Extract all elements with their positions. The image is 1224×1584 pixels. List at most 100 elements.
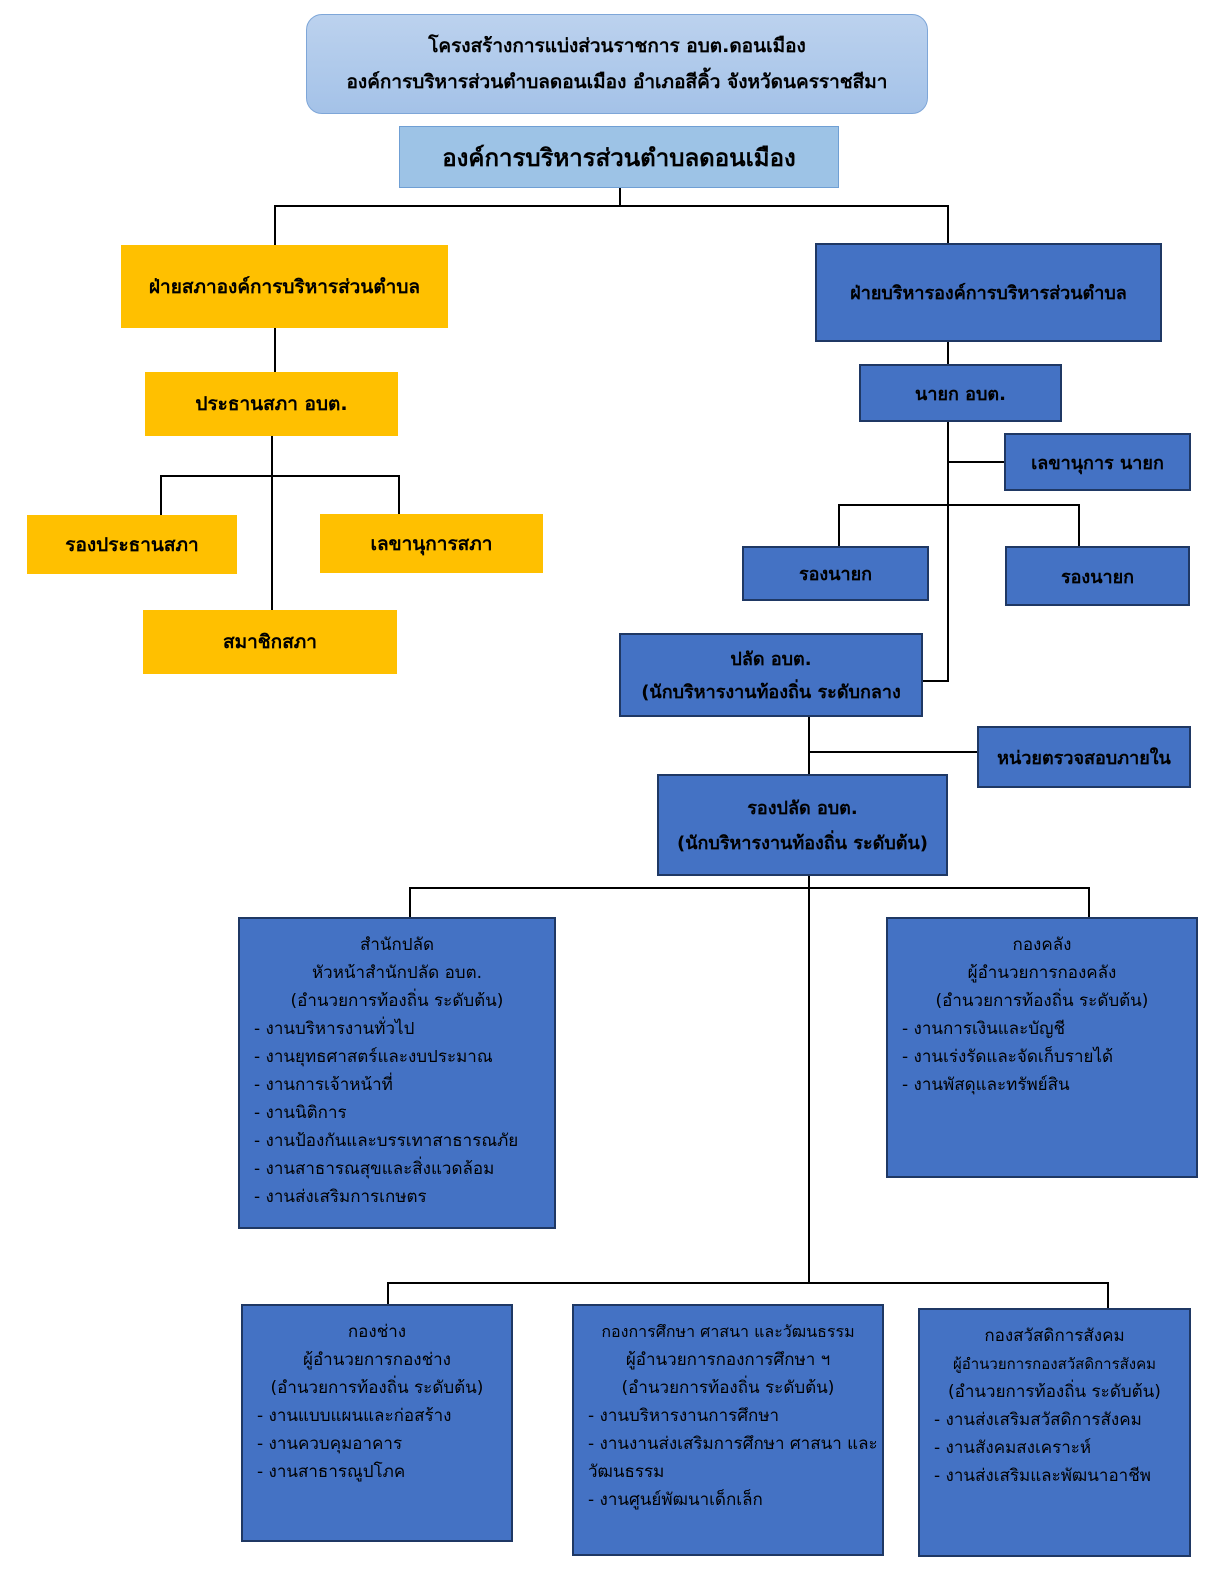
- department-task-list: งานบริหารงานการศึกษา งานงานส่งเสริมการศึ…: [574, 1402, 882, 1514]
- connector: [619, 188, 621, 206]
- department-level: (อำนวยการท้องถิ่น ระดับต้น): [621, 1378, 835, 1398]
- department-node: กองสวัสดิการสังคม ผู้อำนวยการกองสวัสดิกา…: [918, 1308, 1191, 1557]
- department-title: กองช่าง: [347, 1322, 407, 1342]
- deputy-palad-level: (นักบริหารงานท้องถิ่น ระดับต้น): [677, 833, 928, 854]
- vice-chair-node: รองประธานสภา: [27, 515, 237, 574]
- connector: [1107, 1282, 1109, 1308]
- department-head: ผู้อำนวยการกองคลัง: [967, 963, 1117, 983]
- connector: [838, 504, 1080, 506]
- palad-title: ปลัด อบต.: [730, 649, 812, 670]
- task-item: งานแบบแผนและก่อสร้าง: [257, 1402, 511, 1430]
- task-item: งานเร่งรัดและจัดเก็บรายได้: [902, 1043, 1196, 1071]
- connector: [387, 1282, 1109, 1284]
- connector: [922, 680, 949, 682]
- task-item: งานการเงินและบัญชี: [902, 1015, 1196, 1043]
- connector: [274, 205, 276, 245]
- header-title: โครงสร้างการแบ่งส่วนราชการ อบต.ดอนเมือง: [428, 35, 806, 57]
- connector: [274, 328, 276, 372]
- department-title: สำนักปลัด: [359, 935, 435, 955]
- connector: [947, 422, 949, 682]
- council-secretary-label: เลขานุการสภา: [370, 532, 493, 555]
- department-node: กองช่าง ผู้อำนวยการกองช่าง (อำนวยการท้อง…: [241, 1304, 513, 1542]
- mayor-secretary-node: เลขานุการ นายก: [1004, 433, 1191, 491]
- department-level: (อำนวยการท้องถิ่น ระดับต้น): [290, 991, 504, 1011]
- task-item: งานนิติการ: [254, 1099, 554, 1127]
- root-node: องค์การบริหารส่วนตำบลดอนเมือง: [399, 126, 839, 188]
- internal-audit-node: หน่วยตรวจสอบภายใน: [977, 726, 1191, 788]
- task-item: งานบริหารงานทั่วไป: [254, 1015, 554, 1043]
- council-label: ฝ่ายสภาองค์การบริหารส่วนตำบล: [148, 275, 421, 298]
- task-item: งานควบคุมอาคาร: [257, 1430, 511, 1458]
- connector: [160, 475, 400, 477]
- deputy-mayor-label: รองนายก: [1060, 566, 1135, 588]
- task-item: งานสาธารณสุขและสิ่งแวดล้อม: [254, 1155, 554, 1183]
- palad-level: (นักบริหารงานท้องถิ่น ระดับกลาง: [641, 682, 901, 703]
- department-task-list: งานการเงินและบัญชี งานเร่งรัดและจัดเก็บร…: [888, 1015, 1196, 1099]
- task-item: งานสาธารณูปโภค: [257, 1458, 511, 1486]
- council-node: ฝ่ายสภาองค์การบริหารส่วนตำบล: [121, 245, 448, 328]
- deputy-mayor-node: รองนายก: [742, 546, 929, 601]
- connector: [808, 751, 978, 753]
- department-level: (อำนวยการท้องถิ่น ระดับต้น): [270, 1378, 484, 1398]
- task-item: งานบริหารงานการศึกษา: [588, 1402, 882, 1430]
- department-head: ผู้อำนวยการกองการศึกษา ฯ: [625, 1350, 831, 1370]
- council-members-label: สมาชิกสภา: [223, 631, 317, 653]
- executive-label: ฝ่ายบริหารองค์การบริหารส่วนตำบล: [850, 283, 1127, 304]
- palad-node: ปลัด อบต. (นักบริหารงานท้องถิ่น ระดับกลา…: [619, 633, 923, 717]
- department-task-list: งานบริหารงานทั่วไป งานยุทธศาสตร์และงบประ…: [240, 1015, 554, 1211]
- connector: [274, 205, 948, 207]
- task-item: งานยุทธศาสตร์และงบประมาณ: [254, 1043, 554, 1071]
- department-level: (อำนวยการท้องถิ่น ระดับต้น): [935, 991, 1149, 1011]
- connector: [271, 436, 273, 610]
- connector: [947, 205, 949, 243]
- deputy-mayor-node: รองนายก: [1005, 546, 1190, 606]
- root-label: องค์การบริหารส่วนตำบลดอนเมือง: [442, 143, 796, 172]
- department-head: ผู้อำนวยการกองสวัสดิการสังคม: [952, 1355, 1157, 1373]
- department-task-list: งานแบบแผนและก่อสร้าง งานควบคุมอาคาร งานส…: [243, 1402, 511, 1486]
- connector: [947, 461, 1004, 463]
- connector: [398, 475, 400, 515]
- deputy-palad-title: รองปลัด อบต.: [747, 798, 858, 819]
- task-item: งานการเจ้าหน้าที่: [254, 1071, 554, 1099]
- connector: [409, 887, 1090, 889]
- mayor-secretary-label: เลขานุการ นายก: [1031, 452, 1164, 474]
- connector: [947, 342, 949, 364]
- task-item: งานป้องกันและบรรเทาสาธารณภัย: [254, 1127, 554, 1155]
- department-node: สำนักปลัด หัวหน้าสำนักปลัด อบต. (อำนวยกา…: [238, 917, 556, 1229]
- deputy-mayor-label: รองนายก: [798, 564, 873, 585]
- task-item: งานส่งเสริมและพัฒนาอาชีพ: [934, 1462, 1189, 1490]
- department-title: กองสวัสดิการสังคม: [984, 1326, 1125, 1346]
- task-item: งานส่งเสริมสวัสดิการสังคม: [934, 1406, 1189, 1434]
- task-item: งานสังคมสงเคราะห์: [934, 1434, 1189, 1462]
- department-task-list: งานส่งเสริมสวัสดิการสังคม งานสังคมสงเครา…: [920, 1406, 1189, 1490]
- department-level: (อำนวยการท้องถิ่น ระดับต้น): [948, 1382, 1161, 1402]
- department-node: กองการศึกษา ศาสนา และวัฒนธรรม ผู้อำนวยกา…: [572, 1304, 884, 1556]
- connector: [838, 504, 840, 546]
- connector: [409, 887, 411, 917]
- vice-chair-label: รองประธานสภา: [65, 533, 199, 556]
- department-title: กองการศึกษา ศาสนา และวัฒนธรรม: [601, 1322, 855, 1341]
- executive-node: ฝ่ายบริหารองค์การบริหารส่วนตำบล: [815, 243, 1162, 342]
- connector: [160, 475, 162, 515]
- task-item: งานส่งเสริมการเกษตร: [254, 1183, 554, 1211]
- connector: [1078, 504, 1080, 546]
- header-subtitle: องค์การบริหารส่วนตำบลดอนเมือง อำเภอสีคิ้…: [346, 71, 888, 93]
- department-node: กองคลัง ผู้อำนวยการกองคลัง (อำนวยการท้อง…: [886, 917, 1198, 1178]
- chart-header: โครงสร้างการแบ่งส่วนราชการ อบต.ดอนเมือง …: [306, 14, 928, 114]
- connector: [808, 716, 810, 774]
- connector: [808, 876, 810, 1284]
- deputy-palad-node: รองปลัด อบต. (นักบริหารงานท้องถิ่น ระดับ…: [657, 774, 948, 876]
- department-title: กองคลัง: [1012, 935, 1072, 955]
- task-item: งานพัสดุและทรัพย์สิน: [902, 1071, 1196, 1099]
- internal-audit-label: หน่วยตรวจสอบภายใน: [997, 747, 1171, 769]
- mayor-node: นายก อบต.: [859, 364, 1062, 422]
- mayor-label: นายก อบต.: [915, 383, 1006, 405]
- task-item: งานงานส่งเสริมการศึกษา ศาสนา และวัฒนธรรม: [588, 1430, 882, 1486]
- connector: [1088, 887, 1090, 917]
- council-chair-node: ประธานสภา อบต.: [145, 372, 398, 436]
- department-head: ผู้อำนวยการกองช่าง: [302, 1350, 451, 1370]
- task-item: งานศูนย์พัฒนาเด็กเล็ก: [588, 1486, 882, 1514]
- council-chair-label: ประธานสภา อบต.: [195, 393, 348, 415]
- connector: [387, 1282, 389, 1304]
- council-members-node: สมาชิกสภา: [143, 610, 397, 674]
